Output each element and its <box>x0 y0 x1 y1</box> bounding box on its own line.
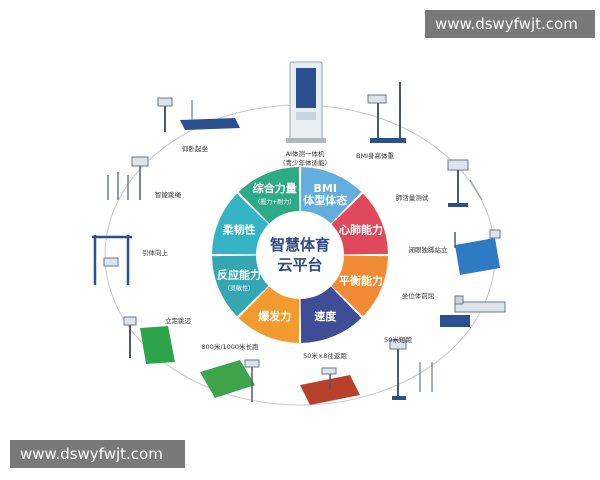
segment-reaction-sublabel: （灵敏性） <box>224 284 254 292</box>
long-jump-label: 立定跳远 <box>165 316 192 325</box>
pull-up-illustration <box>92 235 132 285</box>
segment-balance-label: 平衡能力 <box>339 273 383 287</box>
long-run-illustration <box>200 359 260 402</box>
segment-cardio <box>331 193 388 255</box>
segment-flexibility-label: 柔韧性 <box>222 223 256 237</box>
segment-strength <box>238 167 300 224</box>
shuttle-run-illustration <box>300 367 360 405</box>
center-title: 智慧体育 <box>270 236 330 254</box>
segment-explosive <box>238 286 300 343</box>
segment-bmi-sublabel: 体型体态 <box>303 193 347 207</box>
ai-machine-sublabel: （青少年体适能） <box>279 158 331 167</box>
segment-strength-label: 综合力量 <box>253 181 297 195</box>
segment-speed-label: 速度 <box>314 309 337 323</box>
segment-flexibility <box>212 193 269 255</box>
center-subtitle: 云平台 <box>277 256 322 274</box>
segment-explosive-label: 爆发力 <box>258 309 291 323</box>
segment-reaction-label: 反应能力 <box>217 267 261 281</box>
jump-rope-label: 智能跳绳 <box>155 190 182 199</box>
lung-tester-label: 肺活量测试 <box>396 193 429 202</box>
pull-up-label: 引体向上 <box>142 248 169 257</box>
segment-cardio-label: 心肺能力 <box>339 223 383 237</box>
segment-speed <box>300 286 362 343</box>
segment-bmi <box>300 167 362 224</box>
center-circle <box>258 213 342 297</box>
bmi-scale-illustration <box>367 82 406 143</box>
segment-reaction <box>212 255 269 317</box>
sprint-label: 50米短跑 <box>384 335 412 344</box>
segment-strength-sublabel: （握力+耐力） <box>254 198 295 206</box>
sit-reach-label: 坐位体前屈 <box>402 291 435 300</box>
sprint-illustration <box>389 339 433 400</box>
lung-tester-illustration <box>447 159 483 207</box>
long-run-label: 800米/1000米长跑 <box>201 342 259 351</box>
ai-machine-illustration <box>286 61 326 143</box>
shuttle-run-label: 50米×8往返跑 <box>303 351 347 360</box>
balance-mat-illustration <box>454 229 501 275</box>
sit-up-label: 仰卧起坐 <box>182 144 209 153</box>
sit-up-illustration <box>157 97 240 132</box>
bmi-scale-label: BMI身高体重 <box>356 151 394 160</box>
segment-bmi-label: BMI <box>314 182 337 195</box>
watermark-bottom: www.dswyfwjt.com <box>10 440 185 468</box>
segment-balance <box>331 255 388 317</box>
watermark-top: www.dswyfwjt.com <box>425 10 595 38</box>
sit-reach-illustration <box>440 295 506 327</box>
jump-rope-illustration <box>107 156 149 200</box>
balance-mat-label: 闭眼独脚站立 <box>409 245 449 254</box>
long-jump-illustration <box>123 316 175 364</box>
ai-machine-label: AI体测一体机 <box>286 149 325 158</box>
